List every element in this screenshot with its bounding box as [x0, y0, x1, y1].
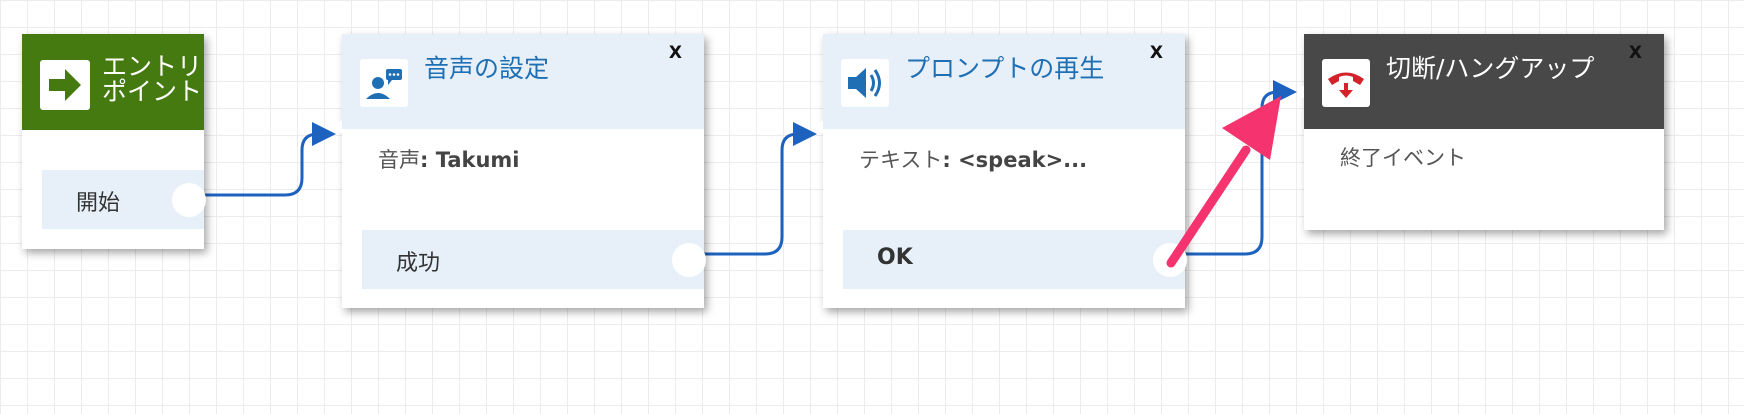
output-port[interactable] [1153, 243, 1187, 277]
connector-arrowhead [1273, 80, 1297, 104]
branch-success[interactable]: 成功 [362, 230, 706, 289]
block-title: 切断/ハングアップ [1386, 54, 1595, 83]
play-prompt-header: プロンプトの再生 X [823, 34, 1185, 129]
close-button[interactable]: X [1149, 43, 1163, 63]
block-description: テキスト: <speak>... [859, 144, 1087, 174]
entry-point-title: エントリポイント [102, 52, 203, 106]
branch-ok[interactable]: OK [843, 230, 1187, 289]
connector-arrowhead [312, 122, 336, 146]
output-port[interactable] [672, 243, 706, 277]
connector-prompt-hangup [1180, 90, 1283, 256]
disconnect-block[interactable]: 切断/ハングアップ X 終了イベント [1298, 34, 1664, 230]
block-title: 音声の設定 [424, 54, 550, 83]
play-prompt-block[interactable]: プロンプトの再生 X テキスト: <speak>... OK [817, 34, 1187, 308]
voice-person-icon [360, 59, 408, 107]
connector-voice-prompt [700, 132, 803, 256]
close-button[interactable]: X [668, 43, 682, 63]
description-label: 音声 [378, 148, 420, 172]
output-port[interactable] [172, 183, 206, 217]
description-value: : <speak>... [942, 148, 1088, 172]
set-voice-block[interactable]: 音声の設定 X 音声: Takumi 成功 [336, 34, 706, 308]
connector-entry-voice [200, 132, 322, 197]
branch-label: 開始 [76, 191, 121, 216]
arrow-right-icon [40, 60, 90, 110]
block-description: 音声: Takumi [378, 144, 520, 174]
close-button[interactable]: X [1628, 43, 1642, 63]
description-value: : Takumi [420, 148, 520, 172]
connector-arrowhead [793, 122, 817, 146]
disconnect-header: 切断/ハングアップ X [1304, 34, 1664, 129]
phone-hangup-icon [1322, 59, 1370, 107]
branch-start[interactable]: 開始 [42, 170, 206, 229]
block-description: 終了イベント [1340, 146, 1466, 170]
set-voice-header: 音声の設定 X [342, 34, 704, 129]
entry-point-block[interactable]: エントリポイント 開始 [22, 34, 206, 249]
branch-label: OK [877, 245, 913, 270]
block-title: プロンプトの再生 [905, 54, 1105, 83]
entry-point-header: エントリポイント [22, 34, 204, 130]
branch-label: 成功 [396, 251, 441, 276]
speaker-icon [841, 59, 889, 107]
description-label: テキスト [859, 148, 943, 172]
